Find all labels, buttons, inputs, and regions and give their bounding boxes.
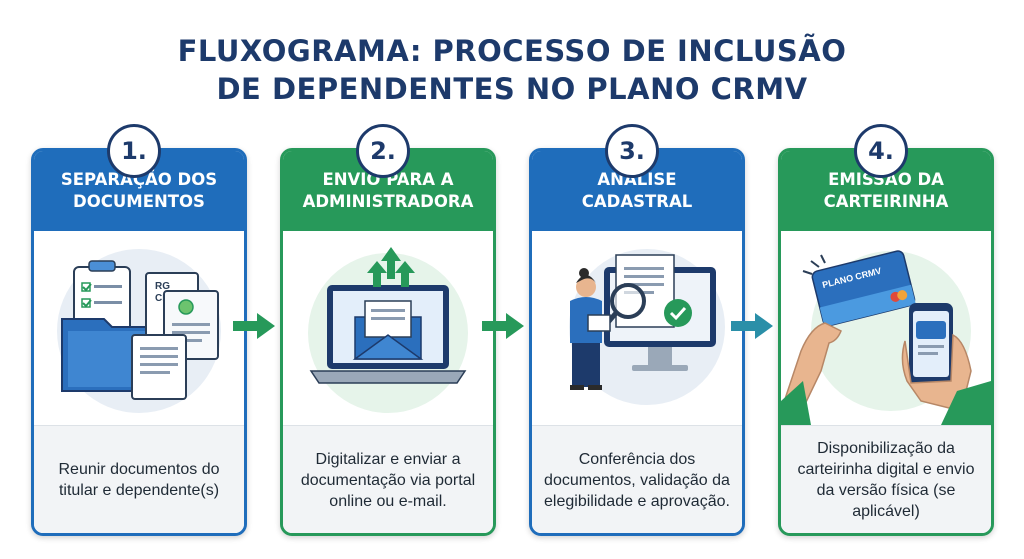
step-2-description: Digitalizar e enviar a documentação via … <box>300 450 476 510</box>
step-4-number-badge: 4. <box>854 124 908 178</box>
title-line-2: DE DEPENDENTES NO PLANO CRMV <box>216 72 808 106</box>
step-2-number-badge: 2. <box>356 124 410 178</box>
step-3-illustration <box>532 231 742 425</box>
step-4-illustration: PLANO CRMV <box>781 231 991 426</box>
arrow-right-icon <box>482 313 524 339</box>
documents-folder-icon: RG CPF <box>57 249 221 413</box>
card-and-phone-icon: PLANO CRMV <box>781 250 991 426</box>
step-2-card: ENVIO PARA A ADMINISTRADORA Digitalizar … <box>280 148 496 536</box>
step-3-title: ANÁLISE CADASTRAL <box>581 170 693 211</box>
doc-label-rg: RG <box>155 281 170 292</box>
step-2-title: ENVIO PARA A ADMINISTRADORA <box>302 170 474 211</box>
step-1-description: Reunir documentos do titular e dependent… <box>58 461 220 499</box>
step-1-number-badge: 1. <box>107 124 161 178</box>
step-1-card: SEPARAÇÃO DOS DOCUMENTOS RG CPF <box>31 148 247 536</box>
step-3-card: ANÁLISE CADASTRAL <box>529 148 745 536</box>
analyst-monitor-check-icon <box>569 249 725 405</box>
title-line-1: FLUXOGRAMA: PROCESSO DE INCLUSÃO <box>177 34 847 68</box>
step-1-illustration: RG CPF <box>34 231 244 425</box>
page-title: FLUXOGRAMA: PROCESSO DE INCLUSÃO DE DEPE… <box>0 32 1024 108</box>
step-2-description-box: Digitalizar e enviar a documentação via … <box>283 425 493 533</box>
step-3-number-badge: 3. <box>605 124 659 178</box>
arrow-right-icon <box>233 313 275 339</box>
arrow-right-icon <box>731 313 773 339</box>
step-1-description-box: Reunir documentos do titular e dependent… <box>34 425 244 533</box>
step-3-description-box: Conferência dos documentos, validação da… <box>532 425 742 533</box>
step-4-description-box: Disponibilização da carteirinha digital … <box>781 425 991 533</box>
step-4-card: EMISSÃO DA CARTEIRINHA PLANO CRMV <box>778 148 994 536</box>
step-2-header: ENVIO PARA A ADMINISTRADORA <box>283 151 493 231</box>
step-4-title: EMISSÃO DA CARTEIRINHA <box>823 170 949 211</box>
step-2-illustration <box>283 231 493 425</box>
step-3-description: Conferência dos documentos, validação da… <box>544 450 730 510</box>
step-4-description: Disponibilização da carteirinha digital … <box>797 440 975 520</box>
laptop-upload-envelope-icon <box>308 247 468 413</box>
step-1-title: SEPARAÇÃO DOS DOCUMENTOS <box>60 170 218 211</box>
